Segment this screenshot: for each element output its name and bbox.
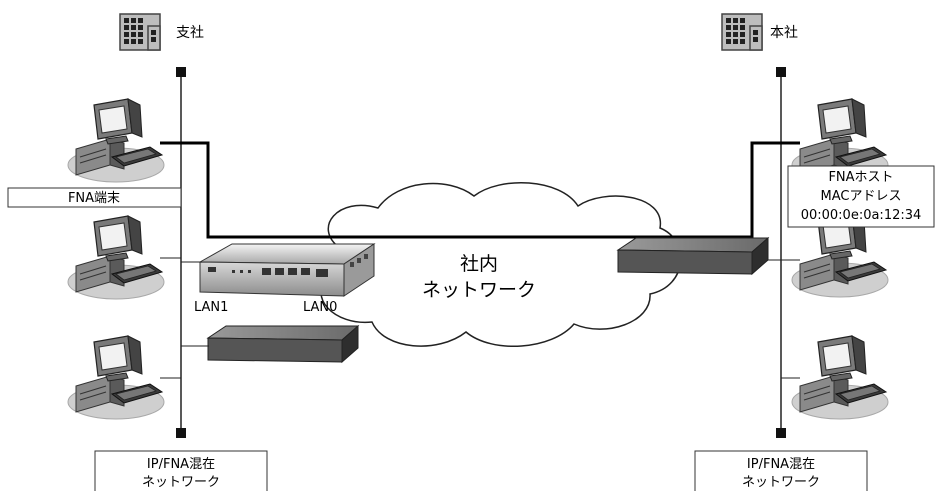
branch-pc-3-icon [67, 335, 165, 420]
hq-segment-line1: IP/FNA混在 [747, 457, 815, 472]
branch-segment-line2: ネットワーク [142, 475, 220, 490]
hq-router [617, 237, 769, 275]
branch-router [198, 243, 376, 297]
branch-terminal-label: FNA端末 [68, 191, 120, 206]
fna-host-mac-value: 00:00:0e:0a:12:34 [801, 208, 922, 223]
branch-pc-1-icon [67, 98, 165, 183]
headquarters-building-icon [721, 13, 763, 51]
headquarters-label: 本社 [770, 25, 798, 41]
branch-segment-box [94, 450, 268, 491]
branch-building-icon [119, 13, 161, 51]
branch-ip-router [207, 325, 359, 363]
network-label-line2: ネットワーク [422, 279, 536, 301]
hq-pc-3-icon [791, 335, 889, 420]
fna-connection-line [160, 141, 800, 239]
branch-label: 支社 [176, 25, 204, 41]
branch-segment-line1: IP/FNA混在 [147, 457, 215, 472]
fna-host-info-box [787, 165, 935, 228]
hq-lan-top-terminator [776, 67, 786, 77]
hq-segment-line2: ネットワーク [742, 475, 820, 490]
branch-lan-top-terminator [176, 67, 186, 77]
fna-host-mac-label: MACアドレス [821, 189, 902, 204]
branch-terminal-label-box [7, 187, 182, 208]
fna-host-title: FNAホスト [828, 170, 893, 185]
router-port-lan0-label: LAN0 [303, 300, 337, 315]
hq-segment-box [694, 450, 868, 491]
branch-lan-bottom-terminator [176, 428, 186, 438]
network-cloud [316, 181, 682, 347]
network-label-line1: 社内 [460, 253, 498, 275]
hq-lan-bottom-terminator [776, 428, 786, 438]
branch-pc-2-icon [67, 215, 165, 300]
router-port-lan1-label: LAN1 [194, 300, 228, 315]
